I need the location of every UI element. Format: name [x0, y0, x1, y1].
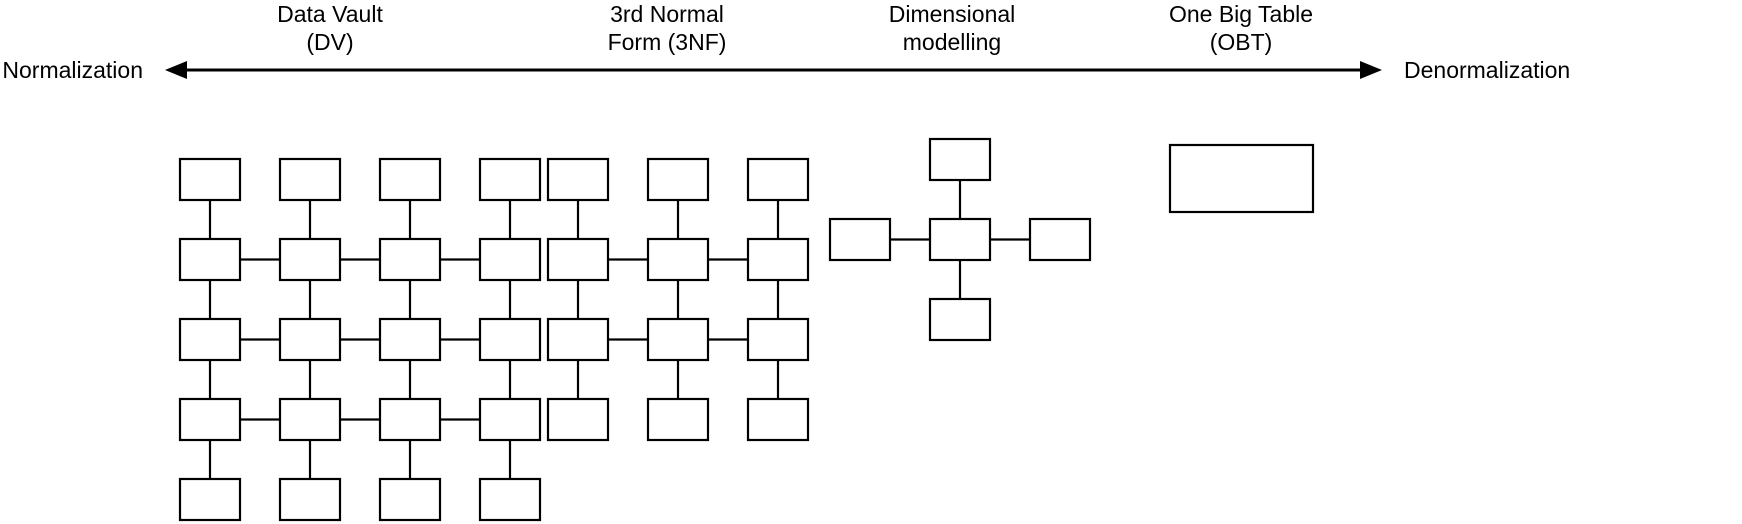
entity-box [178, 157, 242, 202]
entity-box [478, 237, 542, 282]
entity-box [746, 157, 810, 202]
stage-label-dimensional-modelling-line2: modelling [903, 29, 1001, 55]
entity-box [478, 157, 542, 202]
entity-box [178, 477, 242, 522]
entity-box [378, 237, 442, 282]
entity-box [746, 237, 810, 282]
data-models-group [178, 137, 1315, 522]
entity-box [478, 477, 542, 522]
axis-label-normalization: Normalization [2, 57, 143, 83]
entity-box [746, 397, 810, 442]
entity-box [746, 317, 810, 362]
entity-box [278, 157, 342, 202]
entity-box [478, 317, 542, 362]
entity-box [178, 317, 242, 362]
entity-box [378, 397, 442, 442]
stage-label-third-normal-form-line2: Form (3NF) [608, 29, 727, 55]
model-dimensional-modelling [828, 137, 1092, 342]
entity-box-dimension [928, 137, 992, 182]
model-data-vault [178, 157, 542, 522]
entity-box [278, 317, 342, 362]
stage-label-one-big-table-line1: One Big Table [1169, 1, 1313, 27]
entity-box [378, 157, 442, 202]
entity-box [178, 237, 242, 282]
entity-box-one-big-table [1168, 143, 1315, 214]
entity-box [646, 237, 710, 282]
model-one-big-table [1168, 143, 1315, 214]
stage-label-third-normal-form-line1: 3rd Normal [610, 1, 724, 27]
entity-box-dimension [828, 217, 892, 262]
entity-box [546, 317, 610, 362]
arrow-left-icon [165, 61, 187, 79]
entity-box-dimension [928, 297, 992, 342]
entity-box [278, 237, 342, 282]
entity-box [278, 477, 342, 522]
arrow-right-icon [1360, 61, 1382, 79]
entity-box [178, 397, 242, 442]
spectrum-axis-group: Normalization Denormalization [2, 57, 1570, 83]
entity-box [646, 317, 710, 362]
axis-label-denormalization: Denormalization [1404, 57, 1570, 83]
entity-box [546, 237, 610, 282]
entity-box [646, 397, 710, 442]
entity-box [278, 397, 342, 442]
entity-box [478, 397, 542, 442]
entity-box [646, 157, 710, 202]
entity-box [546, 397, 610, 442]
entity-box-fact [928, 217, 992, 262]
model-third-normal-form [546, 157, 810, 442]
entity-box [546, 157, 610, 202]
entity-box [378, 477, 442, 522]
entity-box [378, 317, 442, 362]
entity-box-dimension [1028, 217, 1092, 262]
stage-label-one-big-table-line2: (OBT) [1210, 29, 1273, 55]
stage-label-data-vault-line2: (DV) [306, 29, 353, 55]
stage-label-dimensional-modelling-line1: Dimensional [889, 1, 1016, 27]
stage-label-data-vault-line1: Data Vault [277, 1, 383, 27]
